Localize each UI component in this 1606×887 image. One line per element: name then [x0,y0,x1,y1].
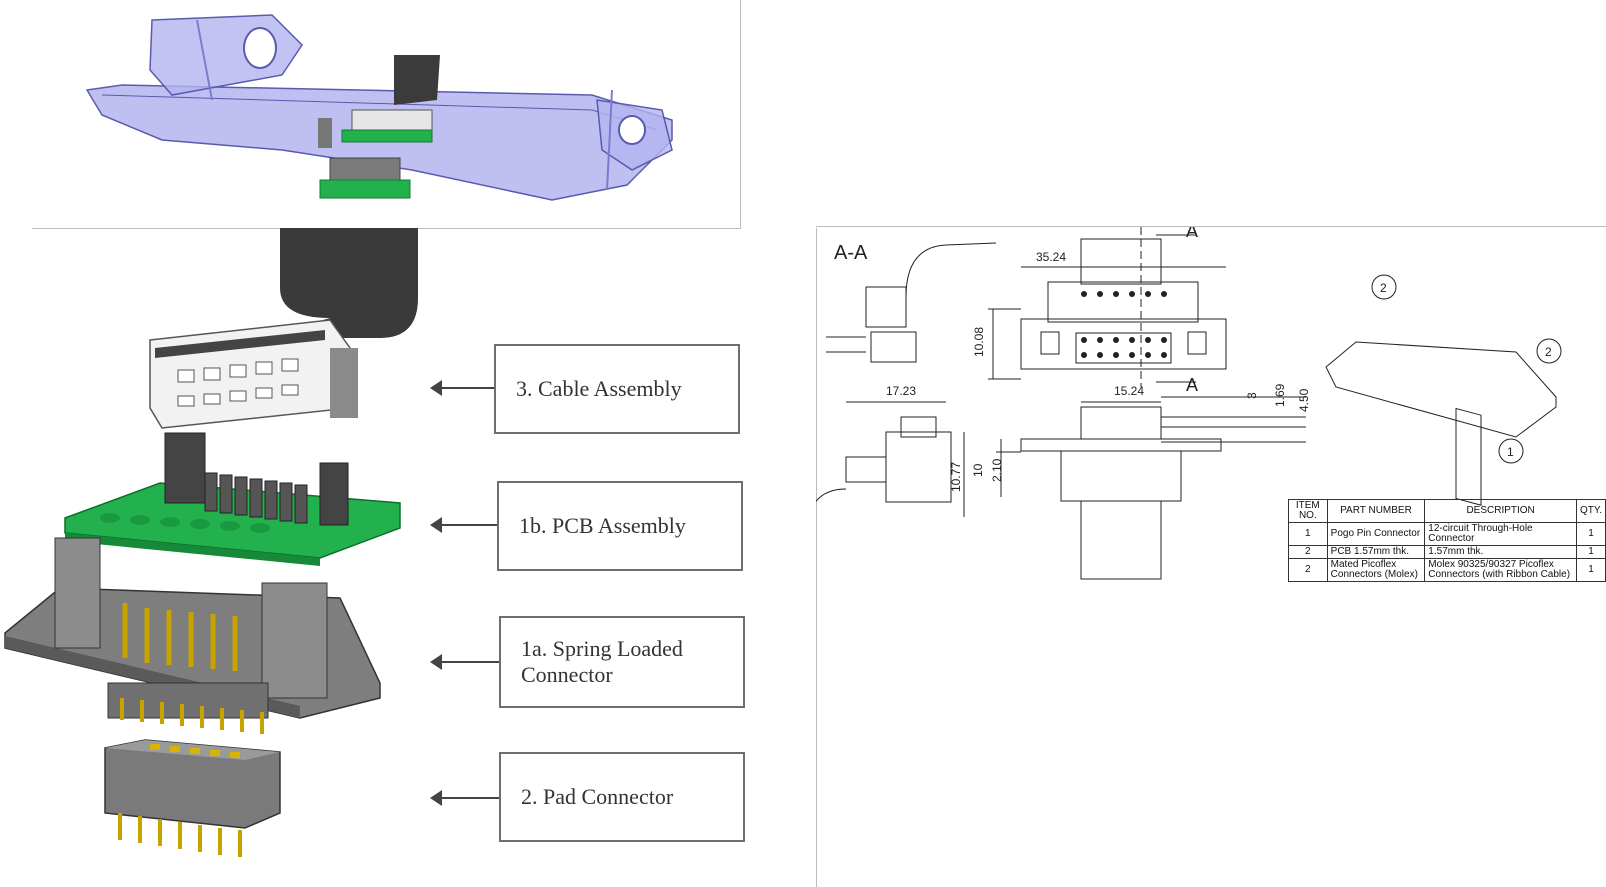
bom-cell: Mated Picoflex Connectors (Molex) [1326,558,1426,582]
bom-cell: 1 [1575,522,1606,546]
bom-cell: Molex 90325/90327 Picoflex Connectors (w… [1424,558,1577,582]
housing-render-panel [32,0,741,229]
dim-169: 1.69 [1273,383,1287,407]
technical-drawing: A-A A A 35.24 10.08 17.23 15.24 3 1.69 4… [816,227,1562,580]
bom-cell: 1 [1575,558,1606,582]
label-spring-connector: 1a. Spring Loaded Connector [499,616,745,708]
dim-width-top: 35.24 [1036,250,1066,264]
label-pad-connector: 2. Pad Connector [499,752,745,842]
label-cable-assembly-text: 3. Cable Assembly [516,376,682,401]
dim-height-left: 10.08 [972,327,986,357]
arrow-cable-assembly [430,380,494,396]
bom-header: ITEM NO. [1288,499,1328,523]
arrow-spring-connector [430,654,499,670]
dim-pin-span: 15.24 [1114,384,1144,398]
pad-connector-part [104,739,281,857]
bom-row: 2 PCB 1.57mm thk. 1.57mm thk. 1 [1288,545,1606,559]
balloon-label-1: 2 [1380,281,1387,295]
dim-210: 2.10 [990,458,1004,482]
label-cable-assembly: 3. Cable Assembly [494,344,740,434]
bom-row: 2 Mated Picoflex Connectors (Molex) Mole… [1288,558,1606,582]
exploded-view-drawing [4,228,418,857]
bom-cell: 1 [1288,522,1328,546]
bom-header: DESCRIPTION [1424,499,1577,523]
bom-cell: 1.57mm thk. [1424,545,1577,559]
bom-cell: 2 [1288,558,1328,582]
bom-cell: 1 [1575,545,1606,559]
bom-cell: 2 [1288,545,1328,559]
label-pad-connector-text: 2. Pad Connector [521,784,674,809]
label-spring-connector-text: 1a. Spring Loaded Connector [521,636,683,687]
arrow-pcb-assembly [430,517,497,533]
bom-cell: Pogo Pin Connector [1326,522,1426,546]
section-mark-bottom: A [1186,375,1198,395]
bom-cell: PCB 1.57mm thk. [1326,545,1426,559]
balloon-label-2: 2 [1545,345,1552,359]
bom-header-row: ITEM NO. PART NUMBER DESCRIPTION QTY. [1288,499,1606,523]
pcb-assembly-part [64,432,401,566]
exploded-view-panel: 3. Cable Assembly 1b. PCB Assembly 1a. S… [0,228,817,887]
arrow-pad-connector [430,790,499,806]
dim-3: 3 [1245,392,1259,399]
bom-header: PART NUMBER [1326,499,1426,523]
bom-row: 1 Pogo Pin Connector 12-circuit Through-… [1288,522,1606,546]
label-pcb-assembly-text: 1b. PCB Assembly [519,513,686,538]
spring-loaded-connector-part [4,537,381,734]
dim-10: 10 [971,463,985,477]
label-pcb-assembly: 1b. PCB Assembly [497,481,743,571]
bom-header: QTY. [1575,499,1606,523]
balloon-label-3: 1 [1507,445,1514,459]
housing-render [85,14,673,201]
bom-table: ITEM NO. PART NUMBER DESCRIPTION QTY. 1 … [1288,499,1606,582]
dim-450: 4.50 [1297,388,1311,412]
bom-cell: 12-circuit Through-Hole Connector [1424,522,1577,546]
ribbon-cable [260,228,418,338]
section-mark-top: A [1186,227,1198,241]
cable-assembly-part [149,319,358,429]
dim-1077: 10.77 [949,462,963,492]
dim-side-width: 17.23 [886,384,916,398]
technical-drawing-panel: A-A A A 35.24 10.08 17.23 15.24 3 1.69 4… [816,226,1606,603]
section-title: A-A [834,242,868,264]
